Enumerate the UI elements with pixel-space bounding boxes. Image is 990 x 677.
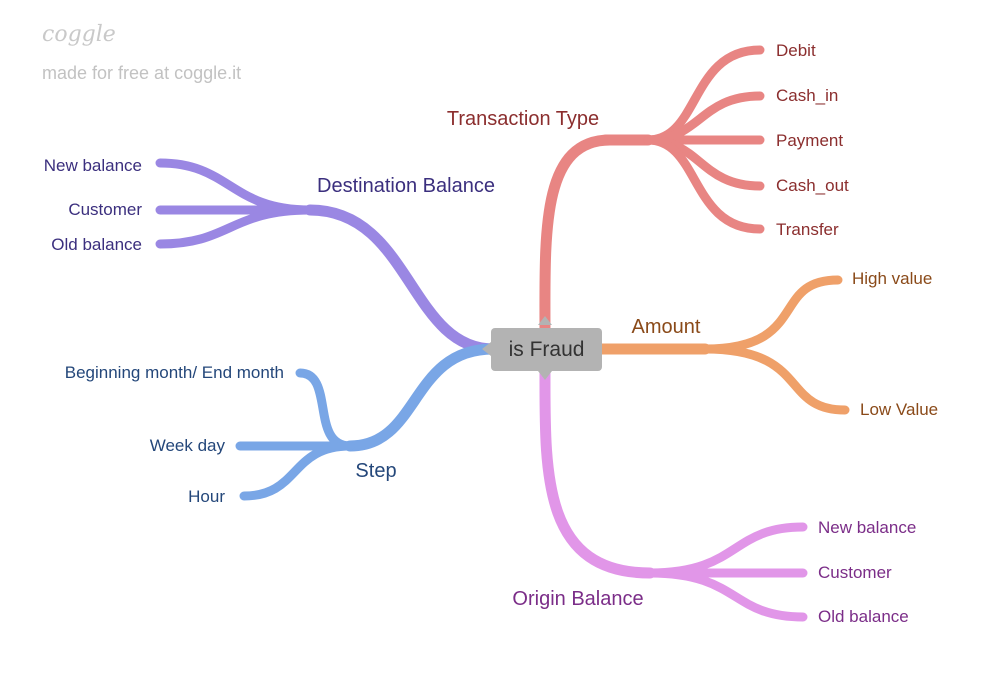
edge-transfer [643,135,765,234]
root-left-connector [482,342,491,356]
branch-origin-balance: Origin Balance [512,588,643,610]
mind-map-labels: Transaction Type Debit Cash_in Payment C… [44,41,938,626]
root-node-is-fraud[interactable]: is Fraud [491,328,602,371]
edge-step-hour [239,441,355,501]
coggle-logo: coggle [42,22,116,47]
leaf-low-value: Low Value [860,400,938,419]
edge-root-step [344,343,499,452]
edge-destination-old-balance [155,205,315,249]
leaf-payment: Payment [776,131,843,150]
leaf-beginning-month: Beginning month/ End month [65,363,284,382]
mind-map-edges [155,45,850,622]
leaf-debit: Debit [776,41,816,60]
edge-root-destination-balance [304,204,499,355]
leaf-destination-old-balance: Old balance [51,235,142,254]
edge-low-value [700,344,850,415]
leaf-transfer: Transfer [776,220,839,239]
leaf-origin-customer: Customer [818,563,892,582]
root-node-label: is Fraud [508,337,585,361]
edge-origin-new-balance [645,522,808,578]
leaf-high-value: High value [852,269,932,288]
branch-step: Step [355,460,396,482]
leaf-cash-in: Cash_in [776,86,838,105]
leaf-hour: Hour [188,487,225,506]
root-top-connector [538,316,552,325]
edge-root-transaction-type [539,134,616,344]
branch-destination-balance: Destination Balance [317,175,495,197]
leaf-destination-new-balance: New balance [44,156,142,175]
leaf-destination-customer: Customer [68,200,142,219]
branch-transaction-type: Transaction Type [447,108,599,130]
edge-root-origin-balance [539,356,656,579]
coggle-tagline: made for free at coggle.it [42,63,242,83]
edge-high-value [700,275,843,354]
edge-destination-new-balance [155,158,315,215]
branch-amount: Amount [632,316,701,338]
leaf-origin-new-balance: New balance [818,518,916,537]
root-bottom-connector [538,371,552,380]
leaf-cash-out: Cash_out [776,176,849,195]
edge-step-beginning-month [295,368,355,451]
leaf-week-day: Week day [150,436,226,455]
edge-origin-old-balance [645,568,808,622]
leaf-origin-old-balance: Old balance [818,607,909,626]
